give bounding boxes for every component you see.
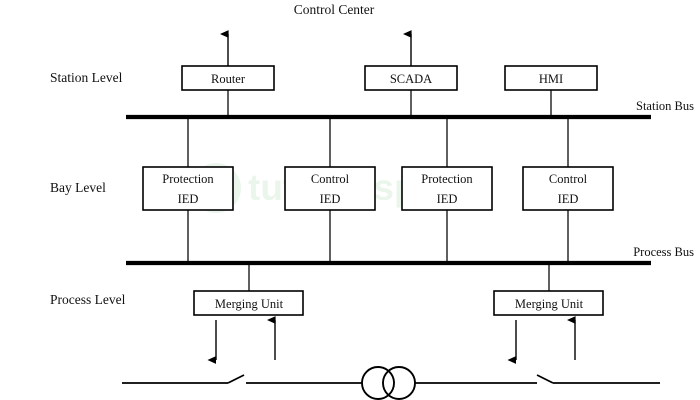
level-label-bay: Bay Level: [50, 180, 106, 195]
diagram-title: Control Center: [294, 2, 375, 17]
bus-label-process: Process Bus: [633, 245, 694, 259]
protection-ied-1-label-line1: Protection: [162, 172, 214, 186]
station-node-scada[interactable]: SCADA: [364, 65, 458, 117]
protection-ied-2-label-line1: Protection: [421, 172, 473, 186]
merging-unit-1-box[interactable]: [193, 290, 304, 316]
control-ied-1-label-line1: Control: [311, 172, 350, 186]
level-label-process: Process Level: [50, 292, 126, 307]
protection-ied-1-label-line2: IED: [178, 192, 199, 206]
merging-unit-2-label: Merging Unit: [515, 297, 584, 311]
control-ied-1-label-line2: IED: [320, 192, 341, 206]
control-ied-2-label-line1: Control: [549, 172, 588, 186]
bay-node-control-ied-1[interactable]: Control IED: [284, 166, 376, 211]
process-node-merging-unit-1[interactable]: Merging Unit: [193, 263, 304, 316]
protection-ied-2-label-line2: IED: [437, 192, 458, 206]
scada-label: SCADA: [390, 72, 432, 86]
station-node-router[interactable]: Router: [181, 65, 275, 117]
station-node-hmi[interactable]: HMI: [504, 65, 598, 117]
router-box[interactable]: [181, 65, 275, 91]
circuit-breaker-left-blade: [227, 374, 245, 384]
transformer-winding-secondary: [382, 366, 416, 400]
circuit-breaker-right-blade: [536, 374, 554, 384]
bus-label-station: Station Bus: [636, 99, 694, 113]
hmi-label: HMI: [539, 72, 563, 86]
scada-box[interactable]: [364, 65, 458, 91]
power-transformer-symbol: [361, 366, 416, 400]
bay-node-control-ied-2[interactable]: Control IED: [522, 166, 614, 211]
router-label: Router: [211, 72, 246, 86]
process-node-merging-unit-2[interactable]: Merging Unit: [493, 263, 604, 316]
merging-unit-2-box[interactable]: [493, 290, 604, 316]
control-ied-2-label-line2: IED: [558, 192, 579, 206]
merging-unit-1-label: Merging Unit: [215, 297, 284, 311]
level-label-station: Station Level: [50, 70, 123, 85]
bay-node-protection-ied-1[interactable]: Protection IED: [142, 166, 234, 211]
protection-ied-2-box[interactable]: [401, 166, 493, 211]
bay-node-protection-ied-2[interactable]: Protection IED: [401, 166, 493, 211]
transformer-winding-primary: [361, 366, 395, 400]
hmi-box[interactable]: [504, 65, 598, 91]
